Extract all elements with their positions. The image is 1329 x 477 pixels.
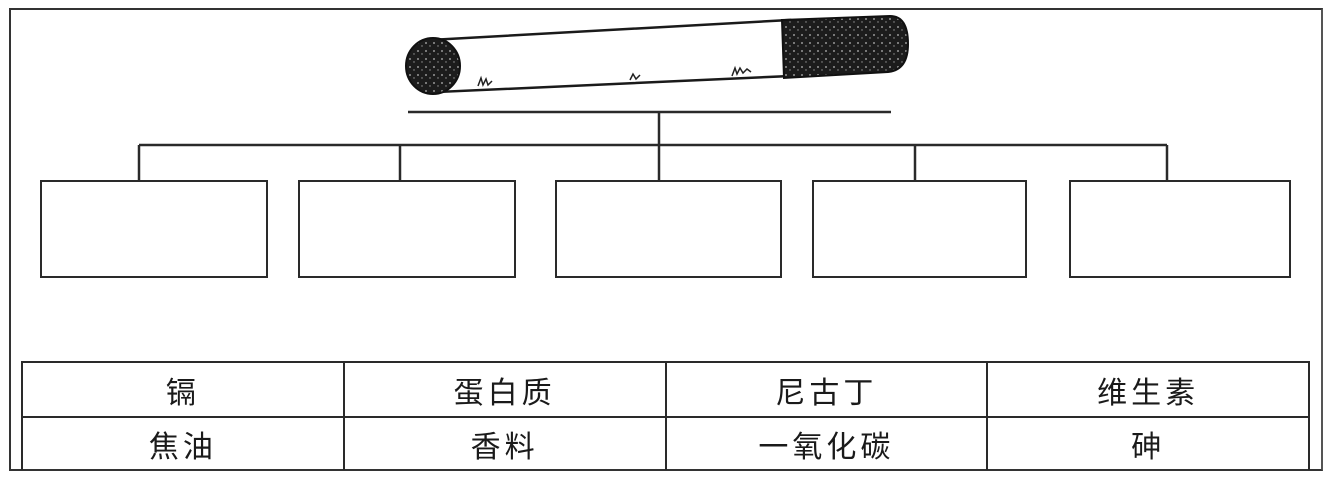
connector-lines bbox=[137, 112, 1169, 181]
table-cell: 维生素 bbox=[986, 361, 1310, 418]
answer-box-4[interactable] bbox=[812, 180, 1027, 278]
cigarette-icon bbox=[405, 14, 910, 95]
answer-box-5[interactable] bbox=[1069, 180, 1291, 278]
table-cell: 蛋白质 bbox=[342, 361, 667, 418]
worksheet-frame bbox=[9, 8, 1323, 471]
ingredient-table: 镉 蛋白质 尼古丁 维生素 焦油 香料 一氧化碳 砷 bbox=[21, 361, 1310, 470]
table-cell: 尼古丁 bbox=[664, 361, 989, 418]
table-cell: 镉 bbox=[21, 361, 345, 418]
table-row: 焦油 香料 一氧化碳 砷 bbox=[21, 416, 1310, 470]
answer-box-2[interactable] bbox=[298, 180, 516, 278]
table-cell: 焦油 bbox=[21, 416, 345, 470]
table-cell: 一氧化碳 bbox=[664, 416, 989, 470]
table-row: 镉 蛋白质 尼古丁 维生素 bbox=[21, 361, 1310, 418]
answer-box-3[interactable] bbox=[555, 180, 782, 278]
table-cell: 香料 bbox=[342, 416, 667, 470]
answer-box-1[interactable] bbox=[40, 180, 268, 278]
table-cell: 砷 bbox=[986, 416, 1310, 470]
